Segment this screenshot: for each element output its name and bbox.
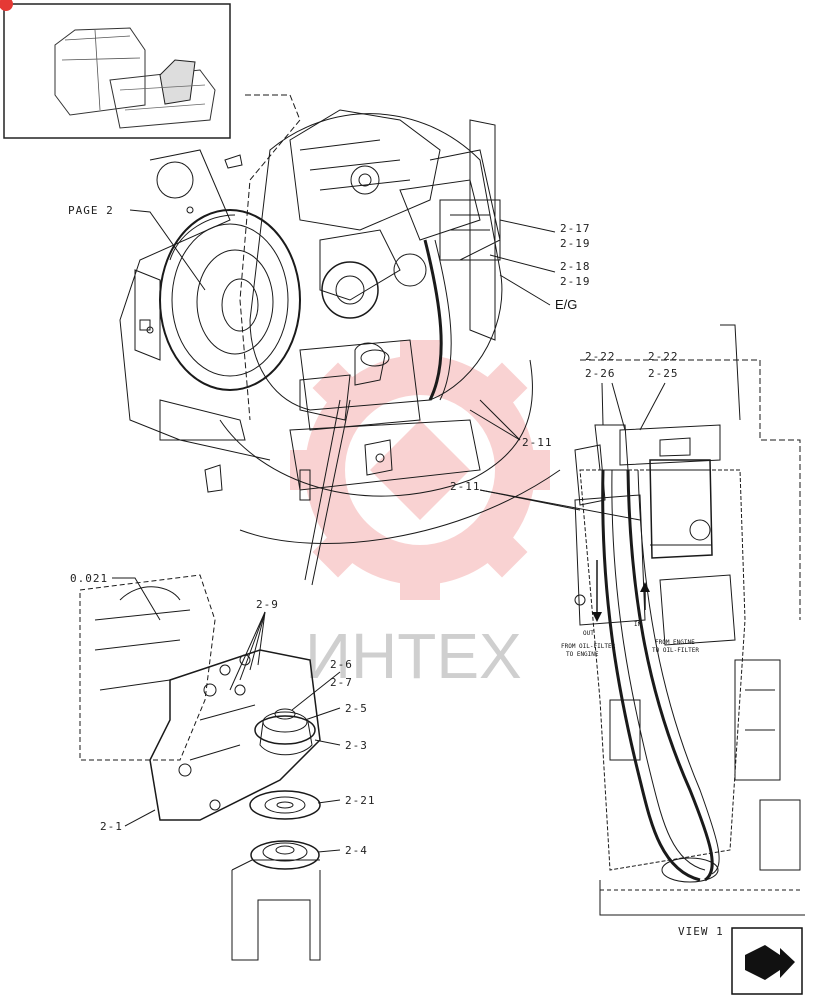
next-page-arrow-icon[interactable] bbox=[731, 927, 803, 995]
label-2-21: 2-21 bbox=[345, 794, 376, 807]
label-out: OUT bbox=[583, 630, 594, 637]
label-2-7: 2-7 bbox=[330, 676, 353, 689]
engine-assembly bbox=[119, 94, 561, 544]
mount-assembly bbox=[79, 574, 321, 961]
label-2-9: 2-9 bbox=[256, 598, 279, 611]
label-2-11-a: 2-11 bbox=[522, 436, 553, 449]
label-2-11-b: 2-11 bbox=[450, 480, 481, 493]
label-page-2[interactable]: PAGE 2 bbox=[68, 204, 114, 217]
out-note-line-1: FROM OIL-FILTER bbox=[561, 643, 616, 650]
label-2-19-b: 2-19 bbox=[560, 275, 591, 288]
out-arrow-icon bbox=[592, 612, 602, 622]
watermark-gear bbox=[290, 340, 550, 600]
in-note-line-1: FROM ENGINE bbox=[655, 639, 695, 646]
label-0-021[interactable]: 0.021 bbox=[70, 572, 108, 585]
label-view-1: VIEW 1 bbox=[678, 925, 724, 938]
label-2-17: 2-17 bbox=[560, 222, 591, 235]
label-in: IN bbox=[634, 621, 642, 628]
excavator-thumbnail bbox=[0, 0, 231, 139]
oil-filter-view bbox=[574, 324, 805, 916]
label-2-18: 2-18 bbox=[560, 260, 591, 273]
label-2-5: 2-5 bbox=[345, 702, 368, 715]
in-note-line-2: TO OIL-FILTER bbox=[652, 647, 699, 654]
label-2-3: 2-3 bbox=[345, 739, 368, 752]
out-note-line-2: TO ENGINE bbox=[566, 651, 599, 658]
label-2-22-b: 2-22 bbox=[648, 350, 679, 363]
label-2-1: 2-1 bbox=[100, 820, 123, 833]
label-2-19-a: 2-19 bbox=[560, 237, 591, 250]
label-eg: E/G bbox=[555, 297, 577, 312]
label-2-6: 2-6 bbox=[330, 658, 353, 671]
leader-lines-lower bbox=[112, 577, 341, 853]
label-2-22-a: 2-22 bbox=[585, 350, 616, 363]
label-2-26: 2-26 bbox=[585, 367, 616, 380]
in-arrow-icon bbox=[640, 582, 650, 592]
leader-lines-upper bbox=[129, 209, 556, 586]
leader-lines-right bbox=[479, 382, 666, 615]
label-2-4: 2-4 bbox=[345, 844, 368, 857]
label-2-25: 2-25 bbox=[648, 367, 679, 380]
watermark-text: ИНТЕХ bbox=[305, 620, 522, 692]
